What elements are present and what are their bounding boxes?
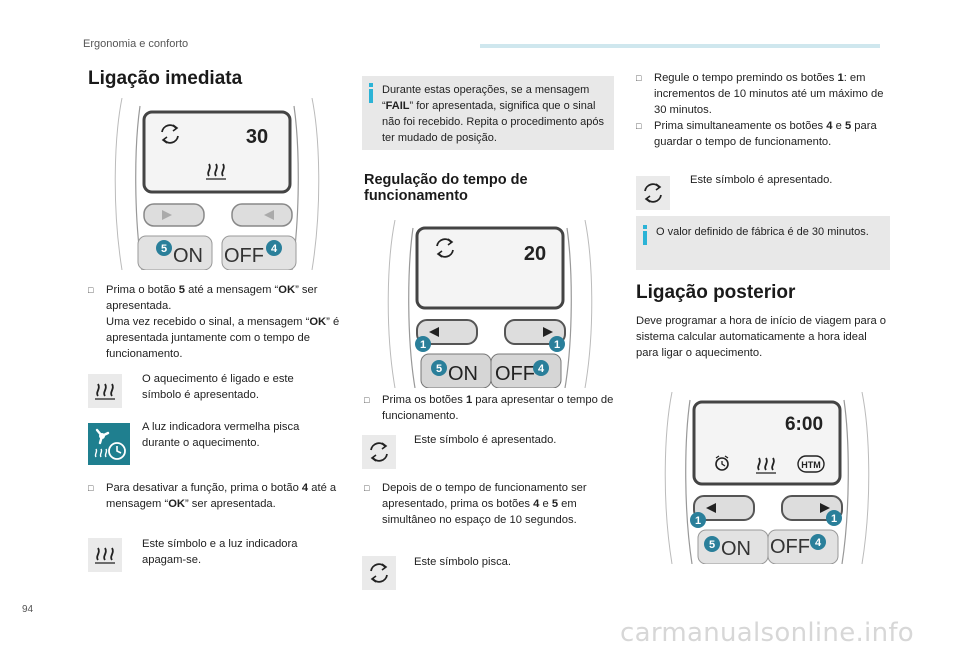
remote-illustration-3: 6:00 HTM 1 1 ON OFF 5 4 xyxy=(664,392,870,564)
section-title-runtime: Regulação do tempo de funcionamento xyxy=(364,172,528,204)
header-bar xyxy=(480,44,880,48)
remote-illustration-2: 20 1 1 ON OFF 5 4 xyxy=(387,220,593,388)
section-title-immediate: Ligação imediata xyxy=(88,68,243,89)
on-button-label: ON xyxy=(173,245,203,267)
factory-default-note: O valor definido de fábrica é de 30 minu… xyxy=(636,216,890,270)
step-set-time: Regule o tempo premindo os botões 1: em … xyxy=(636,70,892,118)
info-icon xyxy=(369,83,374,103)
alarm-clock-icon xyxy=(715,455,729,471)
info-icon xyxy=(643,225,648,245)
off-button-label: OFF xyxy=(770,536,810,558)
step-activate: Prima o botão 5 até a mensagem “OK” ser … xyxy=(88,282,340,362)
remote-display-time: 6:00 xyxy=(785,414,823,435)
off-button-label: OFF xyxy=(224,245,264,267)
watermark: carmanualsonline.info xyxy=(620,618,915,648)
heating-icon xyxy=(88,374,122,408)
htm-badge: HTM xyxy=(801,460,821,470)
remote-illustration-1: 30 ON OFF 5 4 xyxy=(114,98,320,270)
callout-1-right: 1 xyxy=(554,339,560,351)
callout-4: 4 xyxy=(538,363,545,375)
callout-4: 4 xyxy=(815,537,822,549)
cycle-icon-text: Este símbolo é apresentado. xyxy=(414,434,557,446)
cycle-icon xyxy=(636,176,670,210)
on-button-label: ON xyxy=(448,363,478,385)
remote-display-value: 20 xyxy=(524,243,546,265)
callout-5: 5 xyxy=(436,363,442,375)
remote-display-value: 30 xyxy=(246,126,268,148)
on-button-label: ON xyxy=(721,538,751,560)
off-button-label: OFF xyxy=(495,363,535,385)
heating-off-icon xyxy=(88,538,122,572)
fail-note: Durante estas operações, se a mensagem “… xyxy=(362,76,614,150)
step-show-runtime: Prima os botões 1 para apresentar o temp… xyxy=(364,392,614,424)
callout-1-left: 1 xyxy=(695,515,701,527)
section-header: Ergonomia e conforto xyxy=(83,38,189,50)
heating-icon-text: O aquecimento é ligado e este símbolo é … xyxy=(142,373,294,401)
cycle-blink-icon xyxy=(362,556,396,590)
indicator-light-text: A luz indicadora vermelha pisca durante … xyxy=(142,421,300,449)
callout-5: 5 xyxy=(709,539,715,551)
step-press-4-5: Depois de o tempo de funcionamento ser a… xyxy=(364,480,614,528)
cycle-icon xyxy=(362,435,396,469)
step-save-time: Prima simultaneamente os botões 4 e 5 pa… xyxy=(636,118,892,150)
heating-off-text: Este símbolo e a luz indicadora apagam-s… xyxy=(142,538,298,566)
step-deactivate: Para desativar a função, prima o botão 4… xyxy=(88,480,340,512)
callout-1-right: 1 xyxy=(831,513,837,525)
section-title-deferred: Ligação posterior xyxy=(636,282,796,303)
callout-4: 4 xyxy=(271,243,278,255)
page-number: 94 xyxy=(22,604,34,615)
callout-5: 5 xyxy=(161,243,167,255)
heating-timer-indicator-icon xyxy=(88,423,130,465)
cycle-icon-text: Este símbolo é apresentado. xyxy=(690,174,833,186)
cycle-blink-text: Este símbolo pisca. xyxy=(414,556,512,568)
deferred-paragraph: Deve programar a hora de início de viage… xyxy=(636,315,886,359)
callout-1-left: 1 xyxy=(420,339,426,351)
